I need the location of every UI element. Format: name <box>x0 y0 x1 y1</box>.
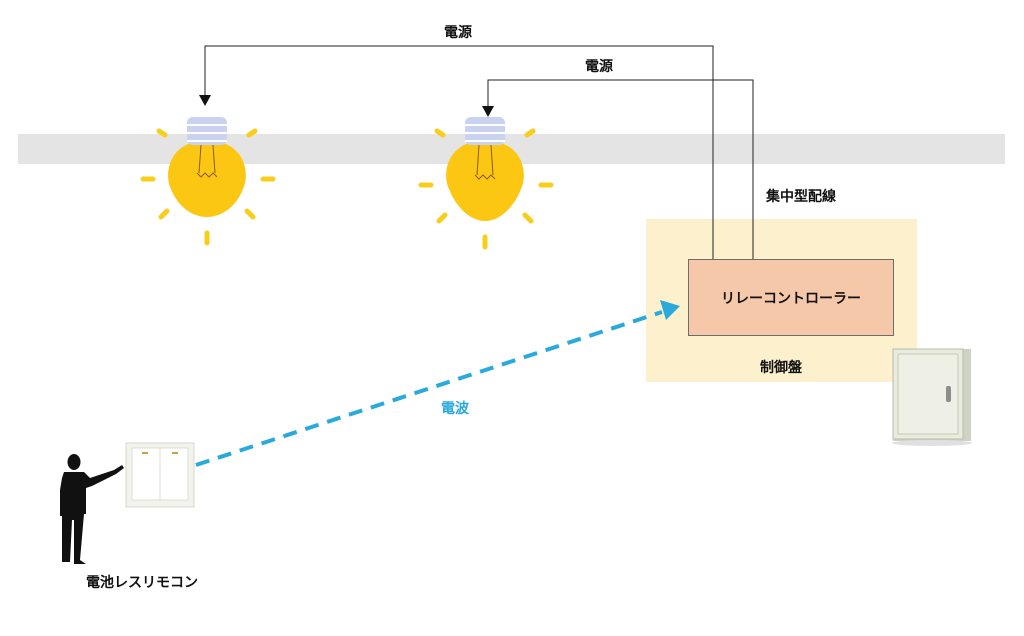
control-cabinet-icon <box>892 348 972 446</box>
relay-controller-box: リレーコントローラー <box>688 259 894 336</box>
relay-controller-label: リレーコントローラー <box>721 290 861 307</box>
power-wire-2 <box>482 79 754 259</box>
light-bulb-icon <box>140 117 276 246</box>
radio-wave-label: 電波 <box>441 401 469 417</box>
radio-wave-arrow <box>195 300 680 467</box>
centralized-wiring-label: 集中型配線 <box>766 189 836 205</box>
wall-switch-icon <box>125 442 195 508</box>
power-wire-1 <box>199 45 714 259</box>
remote-label: 電池レスリモコン <box>86 575 198 591</box>
arrowhead-icon <box>199 95 211 106</box>
arrowhead-icon <box>660 300 680 320</box>
power-label-2: 電源 <box>585 59 613 75</box>
control-panel-label: 制御盤 <box>760 360 802 376</box>
power-label-1: 電源 <box>444 25 472 41</box>
light-bulb-icon <box>418 117 554 250</box>
arrowhead-icon <box>482 106 494 117</box>
person-pointing-icon <box>60 454 124 564</box>
